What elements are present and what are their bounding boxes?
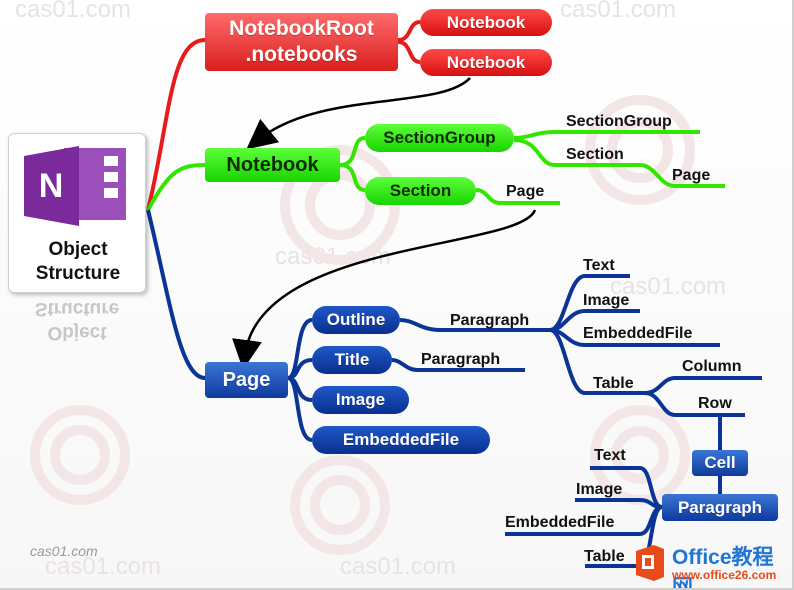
green-branch-lines <box>146 130 725 211</box>
cell-image-label[interactable]: Image <box>576 481 623 498</box>
outline-node[interactable]: Outline <box>312 306 400 334</box>
footer-site-text: cas01.com <box>30 543 98 559</box>
embeddedfile-node[interactable]: EmbeddedFile <box>312 426 490 454</box>
image-label[interactable]: Image <box>583 292 630 309</box>
sectiongroup-node[interactable]: SectionGroup <box>365 124 514 152</box>
onenote-logo-icon: N <box>24 146 126 226</box>
cell-paragraph-node[interactable]: Paragraph <box>662 494 778 521</box>
office-logo-icon <box>636 545 664 581</box>
title-node[interactable]: Title <box>312 346 392 374</box>
outline-paragraph-label[interactable]: Paragraph <box>450 312 530 329</box>
sectiongroup-child-label[interactable]: SectionGroup <box>566 113 672 130</box>
brand-name: Office教程网 <box>672 546 774 590</box>
blue-branch-lines <box>146 209 762 568</box>
cell-text-label[interactable]: Text <box>594 447 626 464</box>
brand-url: www.office26.com <box>672 568 777 582</box>
column-label[interactable]: Column <box>682 358 742 375</box>
watermark: cas01.com <box>560 0 677 23</box>
page-node[interactable]: Page <box>205 362 288 398</box>
watermark: cas01.com <box>45 553 162 580</box>
arrow-page-to-page <box>232 209 537 370</box>
title-paragraph-label[interactable]: Paragraph <box>421 351 501 368</box>
cell-table-label[interactable]: Table <box>584 548 625 565</box>
section-node[interactable]: Section <box>365 177 476 205</box>
notebook-node[interactable]: Notebook <box>205 148 340 182</box>
embeddedfile-label[interactable]: EmbeddedFile <box>583 325 693 342</box>
arrow-notebook-to-notebook <box>246 77 471 150</box>
watermark: cas01.com <box>340 553 457 580</box>
page-grandchild-label[interactable]: Page <box>672 167 711 184</box>
section-child-label[interactable]: Section <box>566 146 624 163</box>
root-title-reflection: Object Structure <box>34 298 120 343</box>
notebook-child-node[interactable]: Notebook <box>420 9 552 36</box>
cell-embeddedfile-label[interactable]: EmbeddedFile <box>505 514 615 531</box>
brand-logo: Office教程网 www.office26.com <box>632 541 792 590</box>
image-node[interactable]: Image <box>312 386 409 414</box>
notebookroot-node[interactable]: NotebookRoot .notebooks <box>205 13 398 71</box>
root-title: Object Structure <box>35 239 121 284</box>
row-label[interactable]: Row <box>698 395 732 412</box>
root-node: N Object Structure <box>8 133 146 293</box>
watermark: cas01.com <box>15 0 132 23</box>
page-label[interactable]: Page <box>506 183 545 200</box>
red-branch-lines <box>146 20 421 211</box>
cell-node[interactable]: Cell <box>692 450 748 476</box>
table-label[interactable]: Table <box>593 375 634 392</box>
text-label[interactable]: Text <box>583 257 615 274</box>
spiral-watermark-icon <box>30 95 695 555</box>
notebook-child-node[interactable]: Notebook <box>420 49 552 76</box>
svg-text:N: N <box>39 167 64 205</box>
